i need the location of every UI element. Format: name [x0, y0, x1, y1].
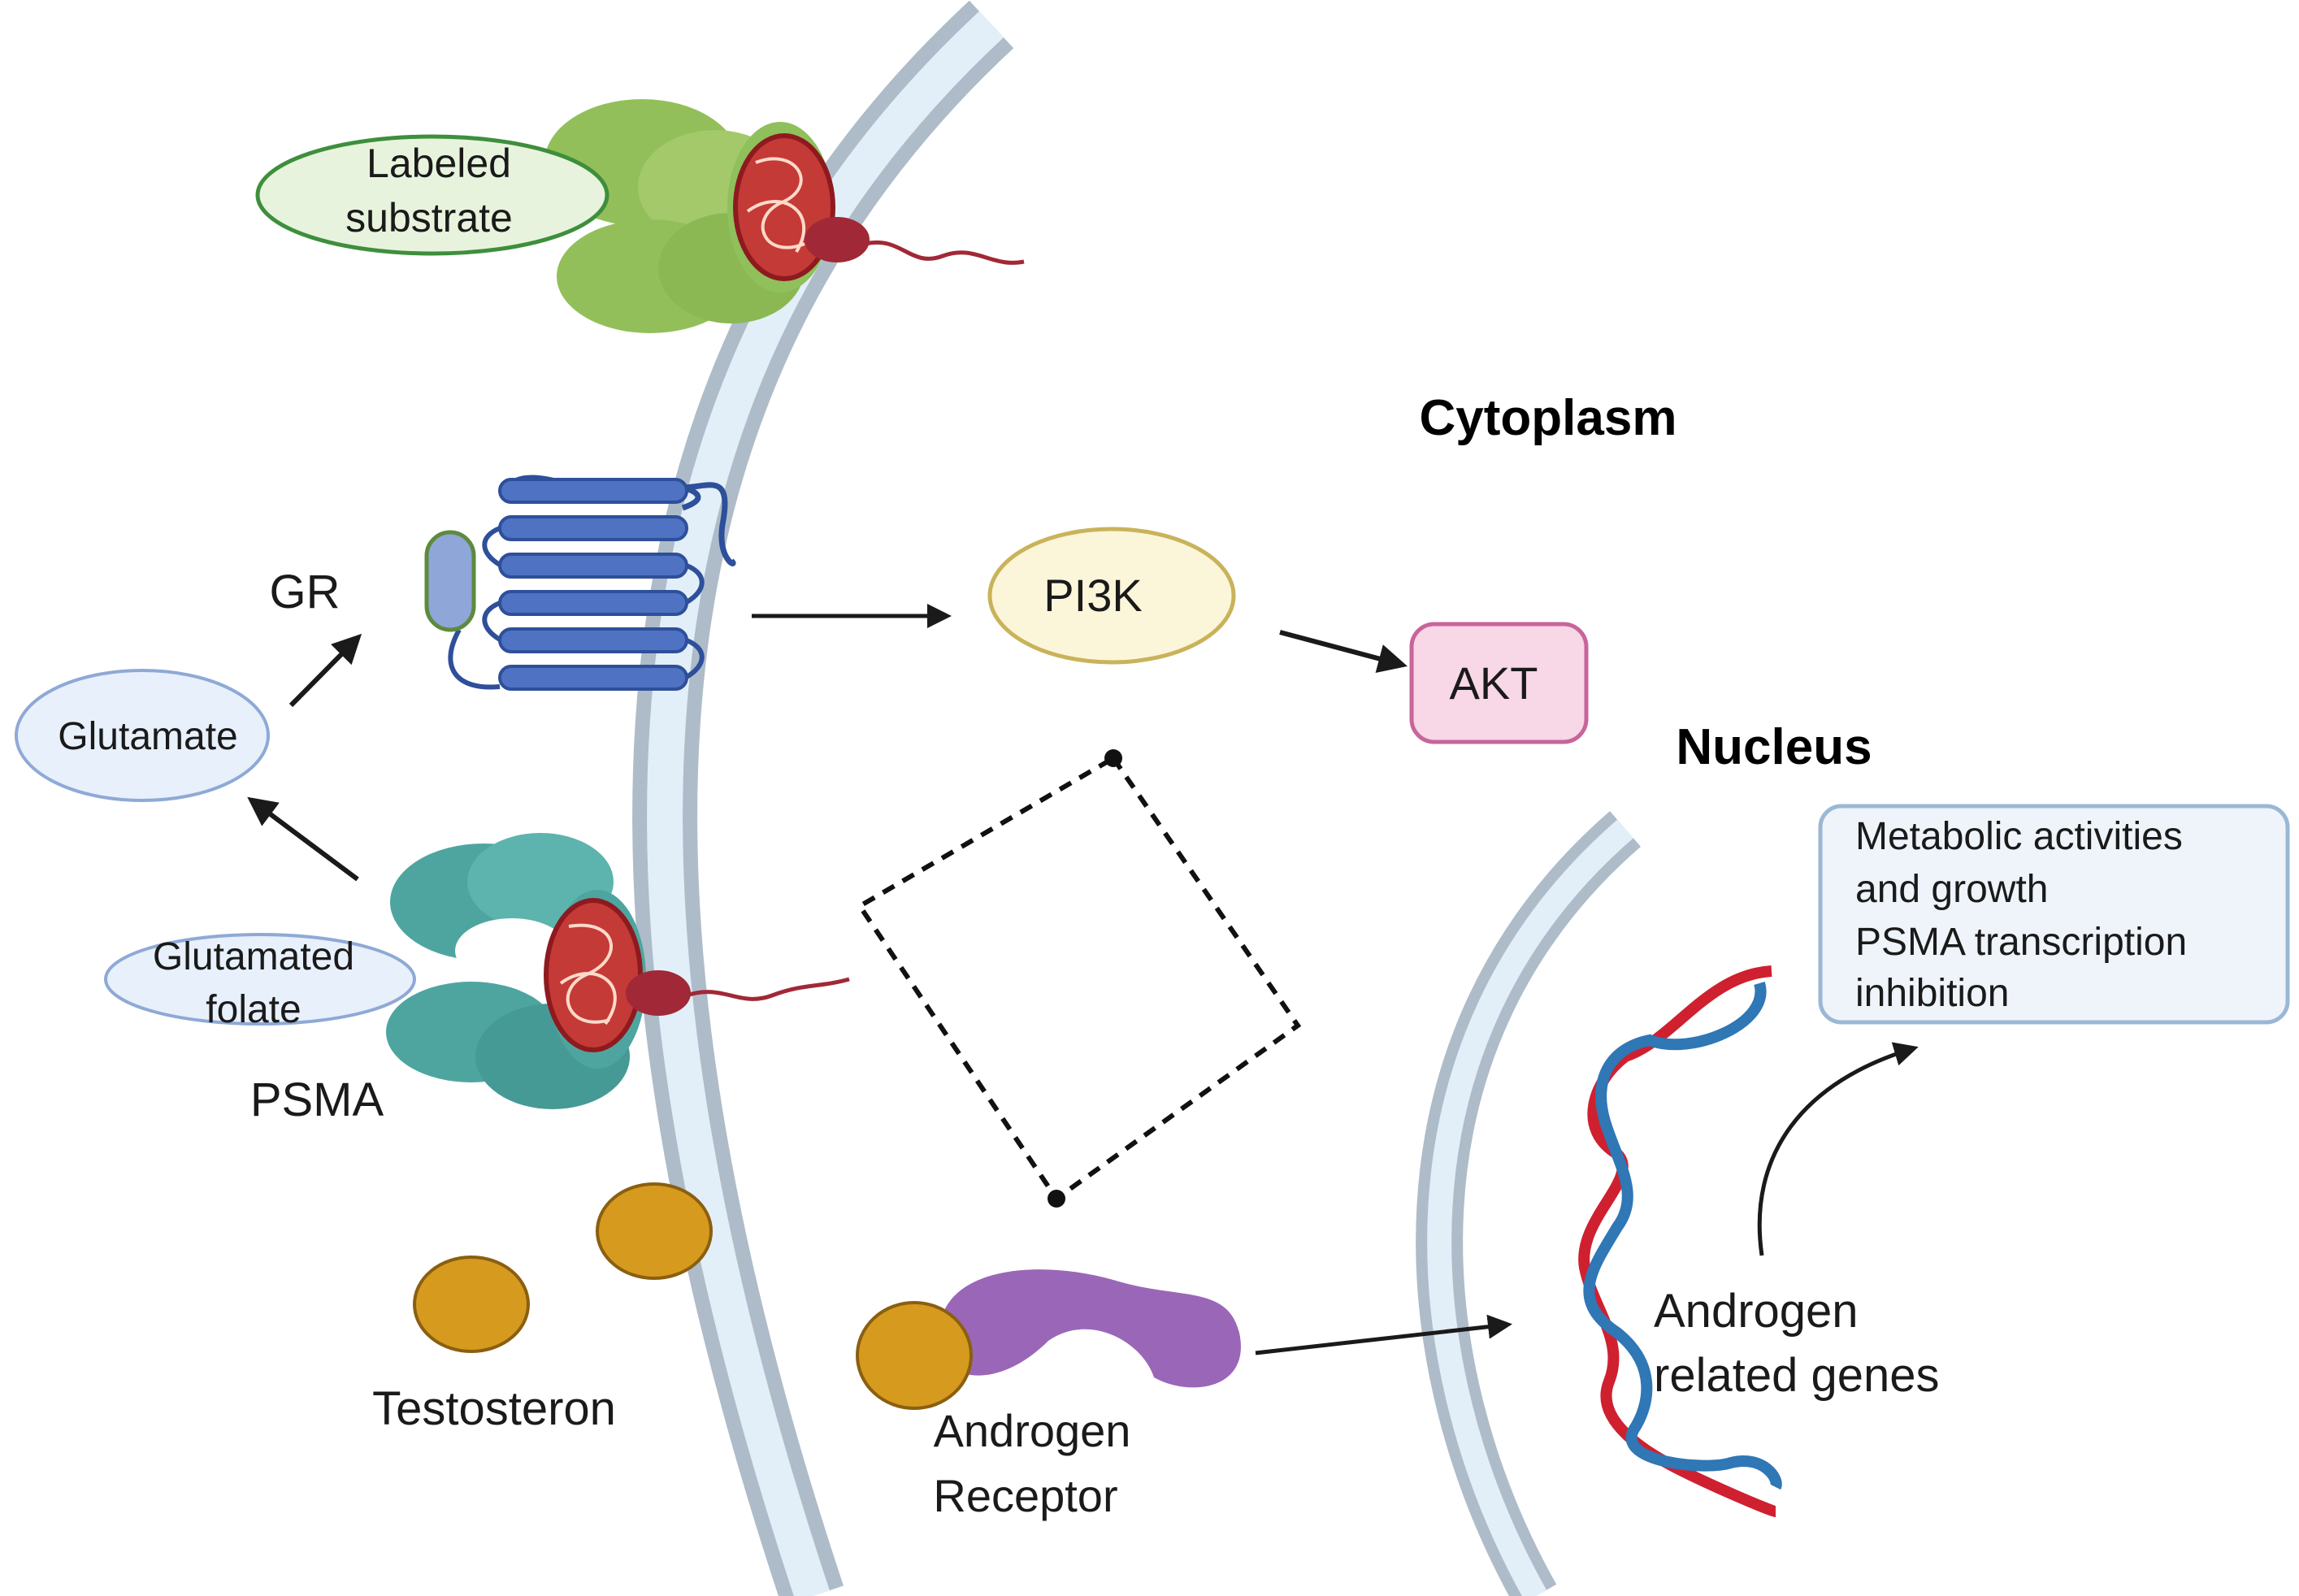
akt-node: AKT — [1409, 622, 1589, 744]
glutamated-folate-line1: Glutamated — [153, 935, 354, 978]
psma-protein — [386, 833, 850, 1109]
anchor-tail — [686, 977, 850, 1001]
metabolic-line4: inhibition — [1855, 972, 2009, 1015]
androgen-receptor-line1: Androgen — [934, 1405, 1131, 1456]
akt-label: AKT — [1450, 657, 1538, 709]
pi3k-node: PI3K — [987, 527, 1236, 665]
psma-label: PSMA — [250, 1073, 384, 1126]
gr-ligand-domain — [424, 530, 476, 632]
androgen-genes-line2: related genes — [1654, 1349, 1939, 1402]
anchor-tail — [865, 240, 1025, 265]
androgen-genes-line1: Androgen — [1654, 1285, 1859, 1338]
gr-receptor — [424, 475, 736, 691]
testosterone-molecule — [596, 1182, 713, 1280]
gr-label: GR — [270, 566, 341, 618]
dna-strand-blue — [1583, 982, 1782, 1490]
labeled-substrate-callout: Labeled substrate — [255, 134, 609, 256]
glutamate-callout: Glutamate — [15, 669, 270, 802]
androgen-receptor-line2: Receptor — [933, 1470, 1117, 1521]
nuclear-membrane — [1416, 811, 1642, 1596]
anchor-head — [805, 217, 870, 262]
glutamate-label: Glutamate — [58, 715, 237, 758]
nucleus-label: Nucleus — [1676, 719, 1872, 775]
glutamated-folate-line2: folate — [206, 988, 301, 1031]
testosterone-molecule — [413, 1256, 530, 1353]
arrow-glutamate-to-gr — [288, 633, 362, 708]
metabolic-box: Metabolic activities and growth PSMA tra… — [1818, 804, 2290, 1025]
arrow-psma-to-glutamate — [247, 796, 359, 882]
arrow-ar-to-genes — [1255, 1314, 1512, 1355]
metabolic-line2: and growth — [1855, 868, 2049, 911]
metabolic-line1: Metabolic activities — [1855, 815, 2183, 858]
arrow-genes-to-box — [1757, 1042, 1919, 1256]
arrow-pi3k-to-akt — [1279, 630, 1408, 673]
labeled-substrate-protein — [544, 99, 1025, 333]
testosteron-label: Testosteron — [372, 1382, 616, 1435]
anchor-head — [626, 970, 691, 1016]
bound-testosterone — [856, 1301, 973, 1410]
glutamated-folate-callout: Glutamated folate — [104, 933, 416, 1031]
metabolic-line3: PSMA transcription — [1855, 921, 2187, 964]
labeled-substrate-line1: Labeled — [367, 141, 511, 186]
labeled-substrate-line2: substrate — [345, 195, 513, 241]
pi3k-label: PI3K — [1043, 570, 1142, 621]
testosterone-molecules — [413, 1182, 713, 1353]
dna-helix — [1578, 965, 1782, 1517]
arrows — [247, 604, 1919, 1355]
dashed-region — [856, 749, 1302, 1208]
cytoplasm-label: Cytoplasm — [1420, 390, 1677, 446]
androgen-receptor — [856, 1269, 1241, 1410]
